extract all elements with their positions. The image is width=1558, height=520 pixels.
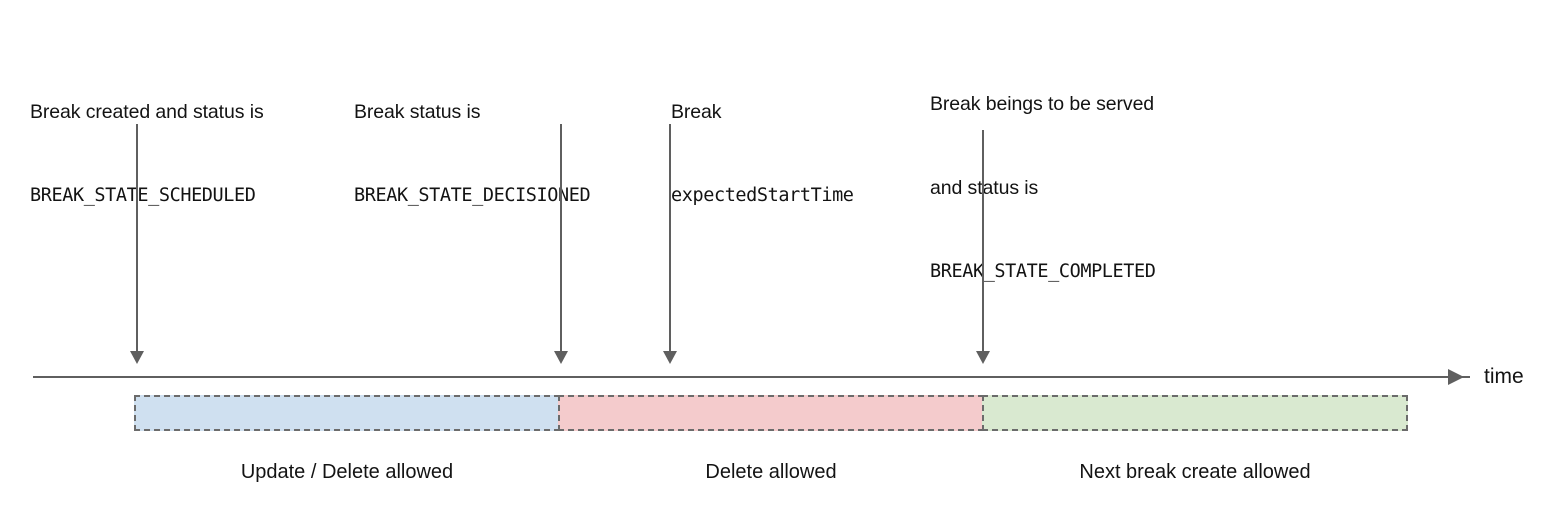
annotation-scheduled: Break created and status is BREAK_STATE_… [30, 42, 264, 266]
arrow-down-icon-completed [974, 130, 992, 364]
arrow-down-icon-scheduled [128, 124, 146, 364]
time-axis-line [33, 376, 1470, 378]
annotation-scheduled-line-1: Break created and status is [30, 101, 264, 123]
annotation-expected-start-time-line-2: expectedStartTime [671, 185, 854, 206]
phase-bar-update-delete [134, 395, 560, 431]
arrow-down-icon-decisioned [552, 124, 570, 364]
annotation-completed: Break beings to be served and status is … [930, 34, 1156, 342]
phase-bar-delete [558, 395, 984, 431]
time-axis-label: time [1484, 365, 1524, 388]
arrow-head [976, 351, 990, 364]
arrow-shaft [982, 130, 984, 351]
phase-bar-next-create [982, 395, 1408, 431]
phase-caption-next-create: Next break create allowed [1079, 461, 1311, 483]
annotation-expected-start-time: Break expectedStartTime [671, 42, 854, 266]
arrow-shaft [669, 124, 671, 351]
arrow-head [554, 351, 568, 364]
annotation-scheduled-line-2: BREAK_STATE_SCHEDULED [30, 185, 256, 206]
arrow-right-icon [1448, 369, 1464, 385]
arrow-shaft [136, 124, 138, 351]
annotation-completed-line-3: BREAK_STATE_COMPLETED [930, 261, 1156, 282]
annotation-decisioned-line-2: BREAK_STATE_DECISIONED [354, 185, 591, 206]
phase-caption-update-delete: Update / Delete allowed [240, 461, 454, 483]
annotation-decisioned: Break status is BREAK_STATE_DECISIONED [354, 42, 591, 266]
annotation-decisioned-line-1: Break status is [354, 101, 481, 123]
annotation-completed-line-1: Break beings to be served [930, 93, 1155, 115]
phase-caption-delete: Delete allowed [705, 461, 837, 483]
arrow-head [663, 351, 677, 364]
arrow-head [130, 351, 144, 364]
annotation-expected-start-time-line-1: Break [671, 101, 722, 123]
arrow-shaft [560, 124, 562, 351]
arrow-down-icon-expected-start-time [661, 124, 679, 364]
annotation-completed-line-2: and status is [930, 177, 1039, 199]
